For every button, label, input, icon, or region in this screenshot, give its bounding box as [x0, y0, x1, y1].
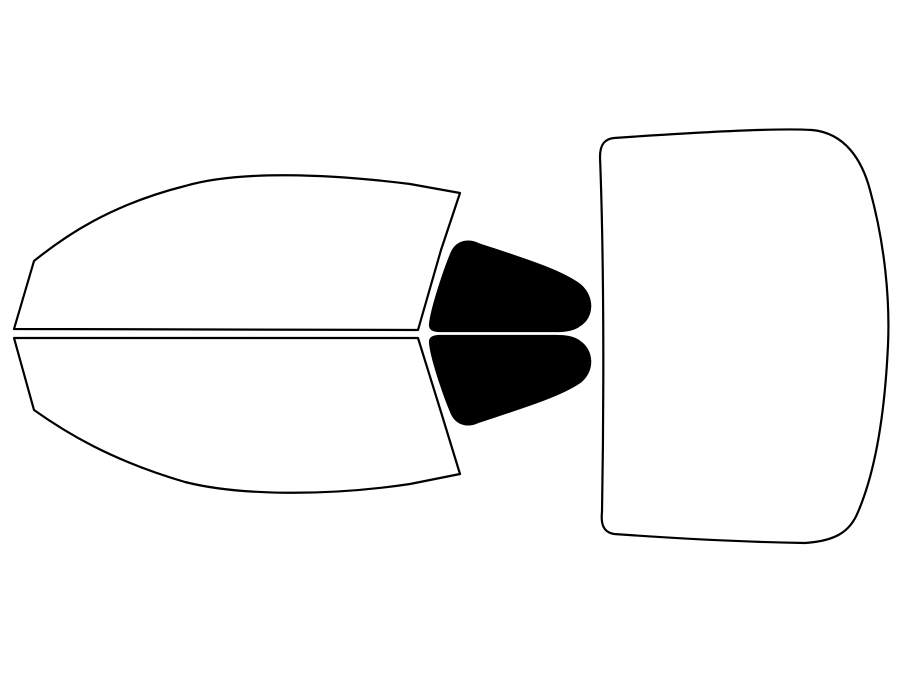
- rear-door-window[interactable]: [12, 336, 462, 494]
- front-door-window[interactable]: [12, 174, 462, 332]
- rear-quarter-window-lower[interactable]: [428, 334, 592, 426]
- rear-windshield[interactable]: [598, 128, 890, 545]
- rear-quarter-window-upper[interactable]: [428, 240, 592, 333]
